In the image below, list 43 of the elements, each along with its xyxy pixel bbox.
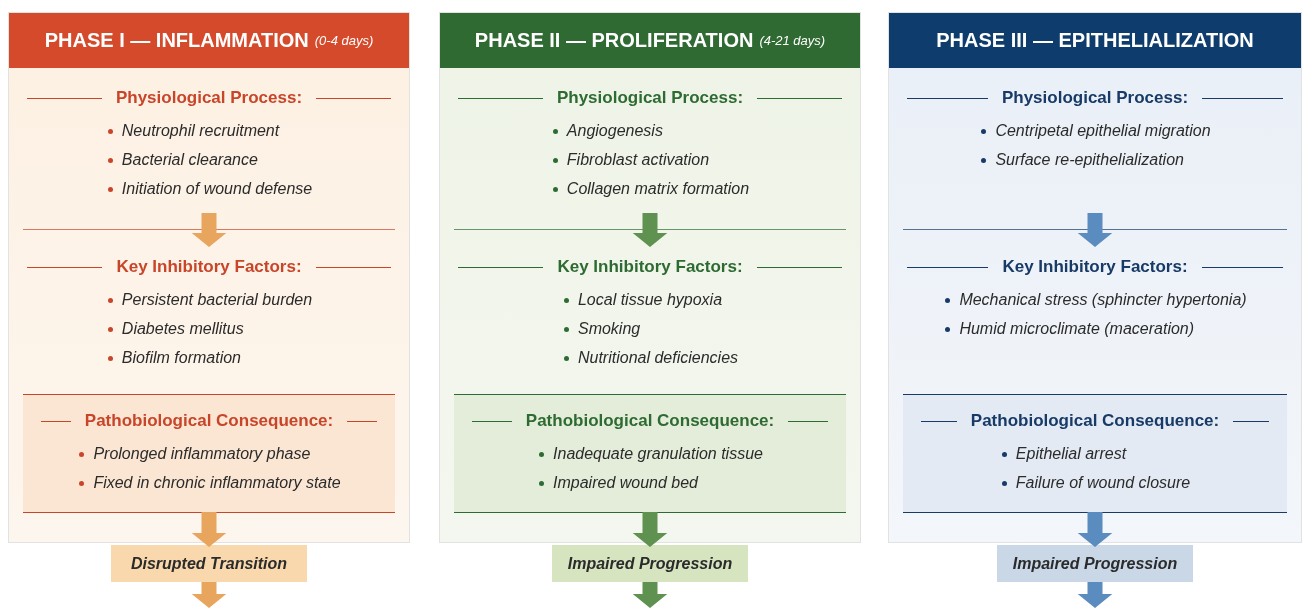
- bullet-item: Neutrophil recruitment: [105, 116, 313, 145]
- consequence-box: [23, 394, 395, 513]
- bullet-item: Impaired wound bed: [537, 468, 763, 497]
- outcome-box: Disrupted Transition: [111, 545, 307, 582]
- phase-panel: [888, 12, 1302, 543]
- bullet-item: Centripetal epithelial migration: [979, 116, 1211, 145]
- bullet-item: Diabetes mellitus: [105, 314, 313, 343]
- bullet-item: Failure of wound closure: [999, 468, 1191, 497]
- bullet-item: Biofilm formation: [105, 343, 313, 372]
- bullet-item: Epithelial arrest: [999, 439, 1191, 468]
- bullet-item: Surface re-epithelialization: [979, 145, 1211, 174]
- section-heading: Pathobiological Consequence:: [525, 411, 775, 431]
- phase-panel: [8, 12, 410, 543]
- bullet-item: Nutritional deficiencies: [561, 343, 739, 372]
- outcome-box: Impaired Progression: [997, 545, 1193, 582]
- bullet-item: Smoking: [561, 314, 739, 343]
- phase-panel: [439, 12, 861, 543]
- bullet-item: Initiation of wound defense: [105, 174, 313, 203]
- section-heading: Physiological Process:: [556, 88, 744, 108]
- consequence-box: [454, 394, 846, 513]
- section-heading: Pathobiological Consequence:: [84, 411, 334, 431]
- bullet-item: Fixed in chronic inflammatory state: [77, 468, 341, 497]
- section-heading: Key Inhibitory Factors:: [116, 257, 302, 277]
- section-heading: Pathobiological Consequence:: [970, 411, 1220, 431]
- bullet-item: Collagen matrix formation: [550, 174, 750, 203]
- outcome-box: Impaired Progression: [552, 545, 748, 582]
- bullet-item: Humid microclimate (maceration): [943, 314, 1247, 343]
- section-heading: Physiological Process:: [1001, 88, 1189, 108]
- phase-header: PHASE II — PROLIFERATION (4-21 days): [440, 13, 860, 68]
- bullet-item: Local tissue hypoxia: [561, 285, 739, 314]
- section-heading: Key Inhibitory Factors:: [557, 257, 743, 277]
- bullet-item: Inadequate granulation tissue: [537, 439, 763, 468]
- bullet-item: Mechanical stress (sphincter hypertonia): [943, 285, 1247, 314]
- bullet-item: Angiogenesis: [550, 116, 750, 145]
- bullet-item: Fibroblast activation: [550, 145, 750, 174]
- section-heading: Physiological Process:: [115, 88, 303, 108]
- phase-header: PHASE I — INFLAMMATION (0-4 days): [9, 13, 409, 68]
- section-heading: Key Inhibitory Factors:: [1002, 257, 1188, 277]
- bullet-item: Bacterial clearance: [105, 145, 313, 174]
- phase-header: PHASE III — EPITHELIALIZATION: [889, 13, 1301, 68]
- bullet-item: Prolonged inflammatory phase: [77, 439, 341, 468]
- consequence-box: [903, 394, 1287, 513]
- bullet-item: Persistent bacterial burden: [105, 285, 313, 314]
